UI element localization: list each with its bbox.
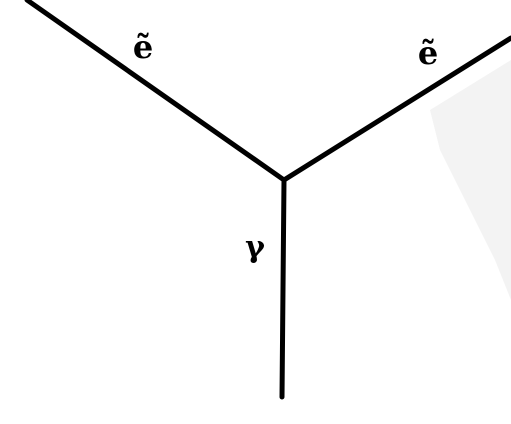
scan-shadow [430,60,511,300]
bottom-line-label: γ [245,230,265,265]
right-line-label: ẽ [418,34,438,72]
left-line-label: ẽ [133,28,153,66]
left-selectron-line [24,0,287,183]
photon-line [279,177,287,400]
right-selectron-line [281,35,511,183]
